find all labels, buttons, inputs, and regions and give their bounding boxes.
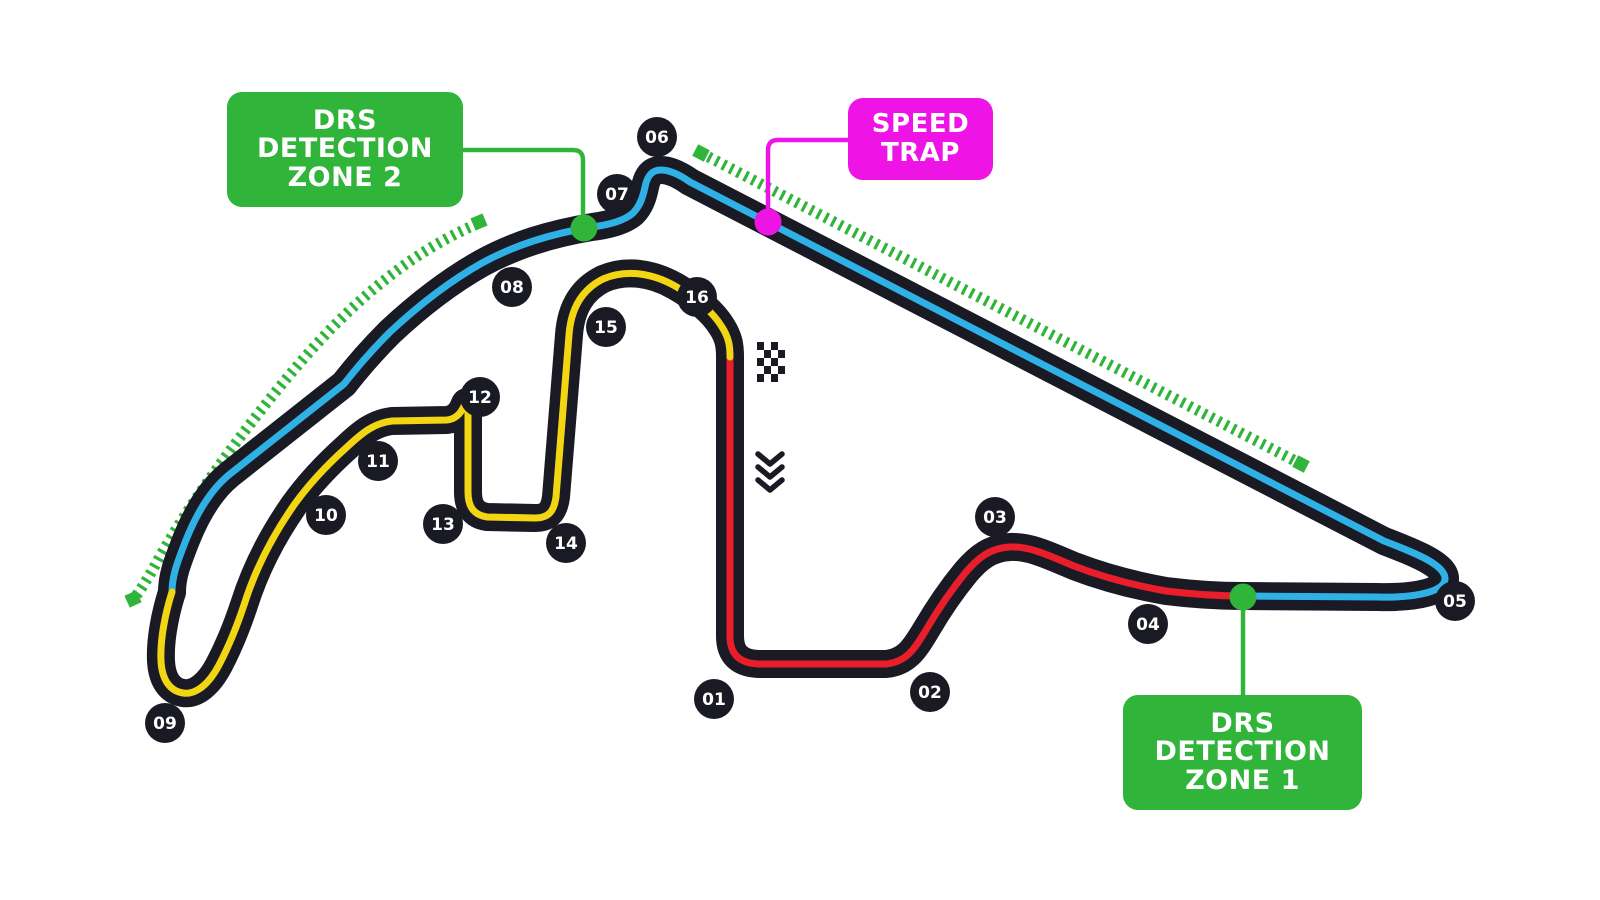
drs-zone-1-dashes (698, 148, 1304, 469)
track-outline (146, 156, 1459, 708)
direction-chevrons-icon (755, 451, 785, 493)
corner-marker-04: 04 (1128, 604, 1168, 644)
svg-text:11: 11 (366, 452, 390, 472)
drs-detection-point-1 (1229, 583, 1257, 611)
speed-trap-point (754, 208, 782, 236)
svg-text:08: 08 (500, 278, 524, 298)
svg-text:05: 05 (1443, 592, 1467, 612)
drs-zone-1-line-2: DETECTION (1154, 736, 1331, 768)
drs-zone-2-line-3: ZONE 2 (287, 161, 403, 193)
svg-text:01: 01 (702, 690, 726, 710)
corner-marker-13: 13 (423, 504, 463, 544)
corner-marker-03: 03 (975, 497, 1015, 537)
corner-marker-11: 11 (358, 441, 398, 481)
svg-text:09: 09 (153, 714, 177, 734)
svg-text:02: 02 (918, 683, 942, 703)
svg-text:04: 04 (1136, 615, 1160, 635)
start-finish-checkered-flag-icon (757, 342, 785, 382)
drs-detection-point-2 (570, 214, 598, 242)
corner-marker-05: 05 (1435, 581, 1475, 621)
corner-marker-08: 08 (492, 267, 532, 307)
corner-marker-15: 15 (586, 307, 626, 347)
svg-text:13: 13 (431, 515, 455, 535)
svg-text:03: 03 (983, 508, 1007, 528)
corner-marker-09: 09 (145, 703, 185, 743)
sector-line-red (726, 353, 1247, 668)
corner-marker-07: 07 (597, 174, 637, 214)
corner-markers: 01 02 03 04 05 06 07 08 09 10 11 12 13 14 15 16 (145, 117, 1475, 743)
drs-zone-2-start-square (470, 213, 488, 231)
drs-detection-zone-2-label: DRS DETECTION ZONE 2 (227, 92, 463, 207)
speed-trap-label: SPEED TRAP (848, 98, 993, 180)
sector-line-yellow (157, 269, 734, 697)
svg-text:10: 10 (314, 506, 338, 526)
speed-trap-connector-line (765, 137, 848, 220)
corner-marker-12: 12 (460, 377, 500, 417)
drs-zone-1-start-square (692, 144, 710, 162)
sector-line-blue (168, 166, 1449, 601)
svg-text:14: 14 (554, 534, 578, 554)
speed-trap-line-1: SPEED (871, 109, 970, 140)
drs-zone-1-end-square (1292, 455, 1310, 473)
svg-text:16: 16 (685, 288, 709, 308)
drs-zone-1-line-1: DRS (1210, 707, 1275, 739)
drs-zone-2-line-2: DETECTION (256, 133, 434, 165)
svg-text:12: 12 (468, 388, 492, 408)
corner-marker-16: 16 (677, 277, 717, 317)
svg-text:06: 06 (645, 128, 669, 148)
corner-marker-14: 14 (546, 523, 586, 563)
drs-zone-2-connector-line (463, 147, 586, 226)
drs-detection-zone-1-label: DRS DETECTION ZONE 1 (1123, 695, 1362, 810)
speed-trap-line-2: TRAP (881, 138, 960, 168)
corner-marker-06: 06 (637, 117, 677, 157)
drs-zone-2-end-square (124, 590, 142, 608)
corner-marker-01: 01 (694, 679, 734, 719)
corner-marker-02: 02 (910, 672, 950, 712)
drs-zone-1-line-3: ZONE 1 (1185, 764, 1300, 796)
svg-text:15: 15 (594, 318, 618, 338)
svg-text:07: 07 (605, 185, 629, 205)
corner-marker-10: 10 (306, 495, 346, 535)
drs-zone-2-line-1: DRS (312, 104, 378, 136)
drs-zone-2-dashes (131, 218, 480, 600)
